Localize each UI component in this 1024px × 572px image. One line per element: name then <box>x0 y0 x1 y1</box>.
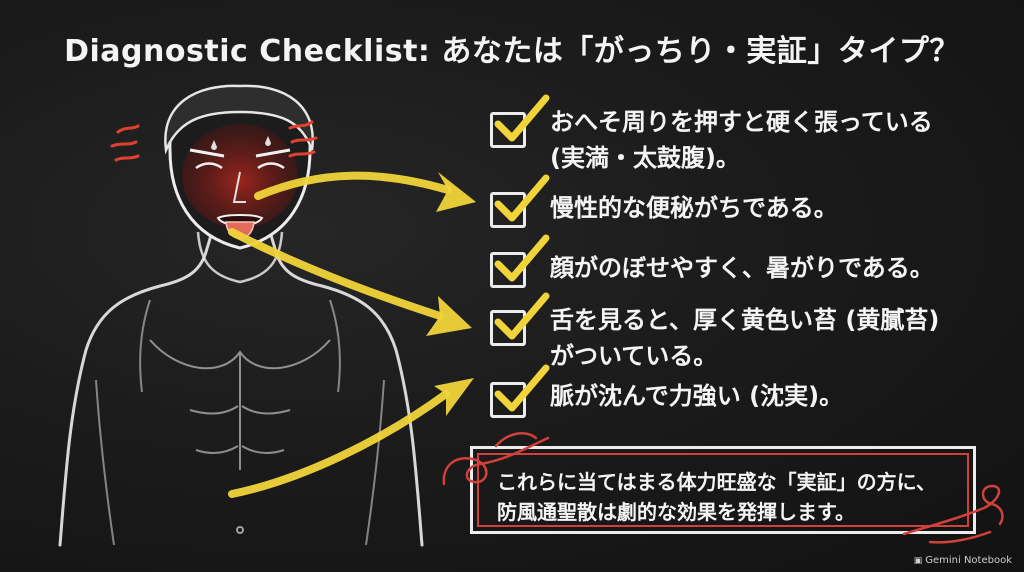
heat-marks-left <box>110 124 140 162</box>
checkmark-icon <box>494 234 550 282</box>
conclusion-line: 防風通聖散は劇的な効果を発揮します。 <box>497 500 855 524</box>
flourish-decoration <box>902 484 1004 544</box>
page-title: Diagnostic Checklist: あなたは「がっちり・実証」タイプ？ <box>64 34 960 69</box>
checkmark-icon <box>494 174 550 222</box>
checkbox-icon <box>490 310 526 346</box>
checklist-item-line: 舌を見ると、厚く黄色い苔 (黄膩苔) <box>550 306 940 334</box>
conclusion-text: これらに当てはまる体力旺盛な「実証」の方に、 防風通聖散は劇的な効果を発揮します… <box>497 467 936 527</box>
arrow-icon <box>228 390 450 498</box>
conclusion-inner-frame: これらに当てはまる体力旺盛な「実証」の方に、 防風通聖散は劇的な効果を発揮します… <box>477 453 969 527</box>
arrow-head-2 <box>426 296 472 336</box>
checklist-item-line: 顔がのぼせやすく、暑がりである。 <box>550 254 934 282</box>
checklist-item-text: 慢性的な便秘がちである。 <box>550 190 838 226</box>
checklist-item-text: 舌を見ると、厚く黄色い苔 (黄膩苔) がついている。 <box>550 302 939 374</box>
checkmark-icon <box>494 364 550 412</box>
conclusion-line: これらに当てはまる体力旺盛な「実証」の方に、 <box>497 470 936 494</box>
watermark: ▣Gemini Notebook <box>914 555 1012 566</box>
checklist-item-text: 顔がのぼせやすく、暑がりである。 <box>550 250 934 286</box>
checklist-item-line: 脈が沈んで力強い (沈実)。 <box>550 382 844 410</box>
arrow-icon <box>254 171 452 200</box>
arrow-head-3 <box>434 378 474 416</box>
eyes <box>195 162 285 170</box>
checklist-item-line: 慢性的な便秘がちである。 <box>550 194 838 222</box>
checkbox-icon <box>490 382 526 418</box>
flourish-decoration <box>442 432 550 486</box>
checklist-item-line: おへそ周りを押すと硬く張っている <box>550 108 933 136</box>
arrow-icon <box>228 228 444 320</box>
body-outline <box>58 230 424 547</box>
checkbox-icon <box>490 192 526 228</box>
nose <box>232 171 246 203</box>
checkmark-icon <box>494 292 550 340</box>
checkbox-icon <box>490 112 526 148</box>
arrow-head-1 <box>436 172 476 212</box>
watermark-text: Gemini Notebook <box>925 555 1012 566</box>
checklist-item-text: 脈が沈んで力強い (沈実)。 <box>550 378 843 414</box>
checklist-item-line: (実満・太鼓腹)。 <box>550 144 740 172</box>
heat-marks-right <box>288 120 318 158</box>
checkbox-icon <box>490 252 526 288</box>
brows <box>189 148 291 158</box>
checkmark-icon <box>494 94 550 142</box>
notebook-icon: ▣ <box>913 556 923 566</box>
navel <box>236 526 244 534</box>
arm-lines <box>95 299 385 546</box>
checklist-item-text: おへそ周りを押すと硬く張っている (実満・太鼓腹)。 <box>550 104 933 176</box>
conclusion-box: これらに当てはまる体力旺盛な「実証」の方に、 防風通聖散は劇的な効果を発揮します… <box>470 446 976 534</box>
chest-lines <box>149 339 331 470</box>
checklist-item-line: がついている。 <box>550 342 718 370</box>
